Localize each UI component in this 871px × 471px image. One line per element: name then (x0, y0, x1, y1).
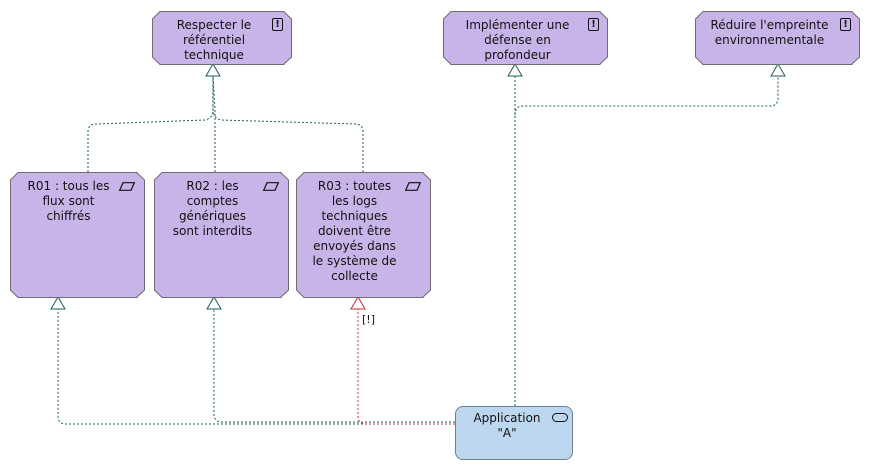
edge-r3-to-goal1[interactable] (212, 76, 364, 172)
goal-icon: ! (272, 18, 283, 31)
application-label: Application"A" (473, 411, 541, 440)
edge-app-to-goal3[interactable] (514, 76, 779, 116)
goal-icon: ! (840, 18, 851, 31)
application-component-icon (552, 413, 568, 422)
edge-app-to-r3-violation[interactable] (357, 309, 455, 425)
arrowhead-goal3 (770, 63, 786, 77)
violation-marker: [!] (362, 313, 375, 326)
edge-app-to-r1[interactable] (57, 309, 455, 425)
arrowhead-r3-violation (350, 296, 366, 310)
application-component-a[interactable]: Application"A" (455, 406, 573, 460)
arrowhead-goal2 (507, 63, 523, 77)
requirement-icon (263, 182, 279, 191)
edge-r1-to-goal1[interactable] (87, 76, 214, 172)
arrowhead-goal1 (205, 63, 221, 77)
requirement-icon (119, 182, 135, 191)
edge-r2-to-goal1[interactable] (212, 75, 216, 172)
arrowhead-r2 (206, 296, 222, 310)
goal-icon: ! (588, 18, 599, 31)
arrowhead-r1 (50, 296, 66, 310)
edge-app-to-r2[interactable] (213, 309, 455, 423)
requirement-icon (405, 182, 421, 191)
